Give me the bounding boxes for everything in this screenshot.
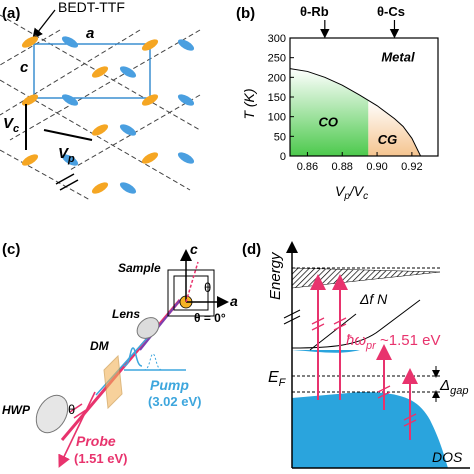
y-tick-label: 150 — [268, 92, 286, 104]
short-bond-line — [55, 173, 75, 185]
y-axis-title: T (K) — [241, 88, 257, 119]
lower-band-fill — [292, 392, 448, 468]
axis-a-label: a — [86, 25, 94, 42]
polarization-direction — [185, 261, 199, 303]
theta-label: θ — [204, 280, 211, 295]
panel-c-label: (c) — [2, 241, 20, 258]
transition-arrows — [310, 274, 418, 440]
co-region-label: CO — [319, 115, 339, 130]
y-tick-label: 300 — [268, 33, 286, 45]
upper-band-hatched — [291, 267, 441, 289]
probe-polarization-mark — [69, 403, 83, 413]
pump-beam — [95, 334, 151, 396]
y-tick-label: 0 — [280, 151, 286, 163]
lens-shape — [136, 317, 160, 339]
probe-label: Probe — [76, 433, 116, 449]
probe-arrow — [58, 391, 96, 468]
panel-b-label: (b) — [236, 5, 255, 22]
panel-d: (d) Energy DOS EF Δgap Δf N — [242, 241, 470, 469]
co-region — [290, 68, 369, 156]
sample-inner-box — [173, 275, 209, 311]
y-tick-label: 250 — [268, 53, 286, 65]
energy-axis-label: Energy — [267, 251, 284, 300]
pump-label: Pump — [150, 377, 189, 393]
phase-diagram-plot: 0 50 100 150 200 250 300 0.86 0.88 0.90 0.92 MetalC… — [268, 20, 439, 173]
pump-pulse-dashed — [143, 353, 163, 371]
mid-dos-curve — [291, 299, 421, 349]
axis-break-1 — [283, 309, 301, 319]
pump-energy-label: (3.02 eV) — [148, 394, 201, 409]
y-tick-label: 200 — [268, 72, 286, 84]
sample-label: Sample — [118, 261, 161, 275]
df-label: Δf N — [359, 291, 388, 307]
x-tick-label: 0.86 — [297, 161, 318, 173]
vc-label: Vc — [3, 115, 19, 135]
marker-rb-label: θ-Rb — [300, 4, 329, 19]
vp-bond-line — [43, 129, 93, 141]
unit-cell-box — [33, 43, 151, 99]
cg-region-label: CG — [378, 132, 398, 147]
dichroic-mirror — [103, 354, 123, 410]
sample-box — [167, 269, 215, 317]
hwp-theta-label: θ — [68, 402, 75, 417]
axis-a-text: a — [230, 293, 238, 309]
gap-label: Δgap — [439, 377, 468, 397]
photon-energy-label: ħωpr ~1.51 eV — [346, 332, 440, 352]
theta-zero-label: θ = 0° — [194, 311, 226, 325]
combined-beam — [139, 299, 181, 351]
x-tick-label: 0.88 — [332, 161, 353, 173]
metal-region-label: Metal — [381, 50, 415, 65]
probe-energy-label: (1.51 eV) — [74, 451, 127, 466]
panel-a: (a) BEDT-TTF a c — [0, 0, 201, 201]
dm-label: DM — [90, 339, 110, 353]
mid-band-fill — [292, 350, 360, 353]
y-tick-label: 100 — [268, 112, 286, 124]
pump-pulse-wave — [123, 347, 143, 367]
axis-c-text: c — [190, 241, 198, 257]
short-bond-line-2 — [59, 179, 79, 191]
dos-axis-label: DOS — [432, 449, 463, 465]
axis-break-2 — [283, 315, 301, 325]
arrow-polarization-ticks — [311, 317, 417, 427]
x-axis-title: Vp/Vc — [335, 183, 368, 202]
panel-a-label: (a) — [2, 5, 20, 22]
x-tick-label: 0.92 — [401, 161, 422, 173]
cg-region — [368, 100, 421, 156]
panel-d-label: (d) — [242, 241, 261, 258]
half-wave-plate — [35, 394, 69, 434]
lens-label: Lens — [112, 307, 140, 321]
blue-molecules — [61, 36, 195, 194]
molecule-pointer-arrow — [32, 9, 56, 40]
probe-polarization-mark-2 — [73, 409, 87, 419]
axis-c-label: c — [20, 59, 29, 76]
orange-molecules — [21, 36, 159, 194]
y-tick-label: 50 — [274, 131, 286, 143]
marker-cs-label: θ-Cs — [377, 4, 405, 19]
x-tick-label: 0.90 — [366, 161, 387, 173]
hwp-label: HWP — [2, 403, 31, 417]
phase-boundary-curve — [289, 68, 422, 157]
vp-label: Vp — [58, 145, 75, 165]
ef-label: EF — [268, 369, 287, 389]
molecule-label: BEDT-TTF — [58, 0, 125, 15]
panel-b: (b) θ-Rb θ-Cs 0 50 100 150 200 250 300 0.86 0.88… — [236, 4, 439, 202]
panel-c: (c) Sample c a θ θ = 0° Lens DM Pump (3.… — [2, 241, 238, 468]
